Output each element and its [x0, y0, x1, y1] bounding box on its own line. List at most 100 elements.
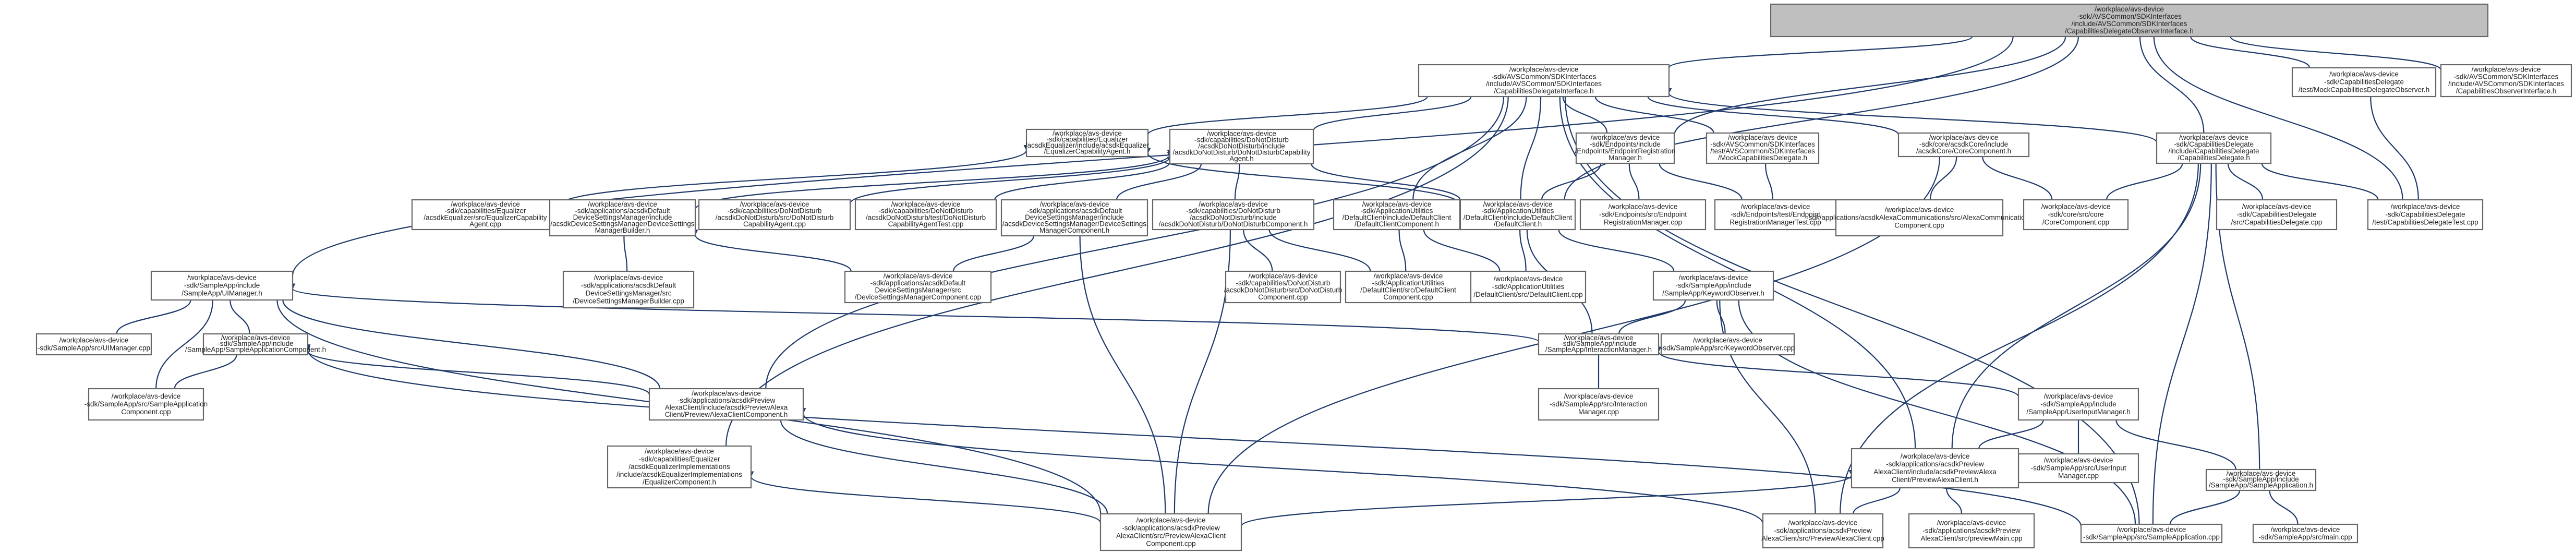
node-main_cpp[interactable]: /workplace/avs-device-sdk/SampleApp/src/…	[2252, 523, 2359, 544]
node-pac_comp_cpp[interactable]: /workplace/avs-device-sdk/applications/a…	[1099, 513, 1242, 551]
node-label-line: /DefaultClient/src/DefaultClient.cpp	[1473, 291, 1582, 298]
node-pmain_cpp[interactable]: /workplace/avs-device-sdk/applications/a…	[1908, 513, 2035, 549]
node-cdo_iface[interactable]: /workplace/avs-device-sdk/AVSCommon/SDKI…	[2440, 64, 2572, 98]
node-eq_agent[interactable]: /workplace/avs-device-sdk/capabilities/E…	[1025, 128, 1150, 158]
edge-pac_comp_h-to-ui_mgr_h	[280, 295, 661, 389]
node-alexa_comm_cpp[interactable]: /workplace/avs-device-sdk/applications/a…	[1806, 199, 2033, 237]
node-label-line: /workplace/avs-device	[884, 272, 953, 280]
node-label-line: /SampleApp/InteractionManager.h	[1545, 346, 1652, 354]
node-dsm_comp_h[interactable]: /workplace/avs-device-sdk/applications/a…	[1000, 199, 1148, 237]
node-label-line: -sdk/CapabilitiesDelegate	[2385, 211, 2465, 219]
node-label-line: -sdk/core/src/core	[2048, 211, 2103, 219]
node-ep_reg_test_cpp[interactable]: /workplace/avs-device-sdk/Endpoints/test…	[1714, 199, 1837, 231]
node-label-line: /workplace/avs-device	[1693, 336, 1762, 344]
node-uim_h[interactable]: /workplace/avs-device-sdk/SampleApp/incl…	[2017, 388, 2139, 421]
node-box	[562, 270, 695, 309]
node-label-line: /SampleApp/UserInputManager.h	[2026, 408, 2131, 416]
node-sa_cpp[interactable]: /workplace/avs-device-sdk/SampleApp/src/…	[2080, 523, 2223, 544]
node-label-line: -sdk/SampleApp/include	[184, 282, 260, 290]
node-label-line: /acsdkDoNotDisturb/src/DoNotDisturb	[716, 213, 834, 221]
node-ep_reg_cpp[interactable]: /workplace/avs-device-sdk/Endpoints/src/…	[1579, 199, 1707, 231]
node-root[interactable]: /workplace/avs-device-sdk/AVSCommon/SDKI…	[1770, 3, 2489, 38]
node-pac_h[interactable]: /workplace/avs-device-sdk/applications/a…	[1851, 448, 2019, 489]
node-cd_h[interactable]: /workplace/avs-device-sdk/CapabilitiesDe…	[2156, 132, 2272, 164]
node-label-line: -sdk/SampleApp/include	[1675, 282, 1751, 290]
node-box	[1169, 128, 1314, 165]
node-eq_agent_cpp[interactable]: /workplace/avs-device-sdk/capabilities/E…	[411, 199, 560, 231]
node-label-line: /DefaultClientComponent.h	[1354, 220, 1439, 228]
node-label-line: -sdk/capabilities/Equalizer	[638, 455, 720, 463]
node-label-line: /workplace/avs-device	[2472, 66, 2541, 74]
node-mock_cd[interactable]: /workplace/avs-device-sdk/AVSCommon/SDKI…	[1706, 132, 1820, 164]
edge-im_h-to-ui_mgr_h	[289, 283, 1540, 343]
node-dsm_builder_h[interactable]: /workplace/avs-device-sdk/applications/a…	[549, 199, 696, 237]
node-label-line: /workplace/avs-device	[692, 390, 761, 398]
node-box	[607, 445, 752, 489]
node-box	[2080, 523, 2223, 544]
edge-pac_comp_h-to-cdi	[765, 91, 1507, 389]
edge-dsm_comp_cpp-to-dsm_comp_h	[952, 231, 1037, 272]
node-label-line: AlexaClient/include/acsdkPreviewAlexa	[665, 404, 788, 412]
edge-dcc_cpp-to-dcc_h	[1396, 224, 1407, 272]
node-uim_cpp[interactable]: /workplace/avs-device-sdk/SampleApp/src/…	[2017, 453, 2139, 484]
node-box	[1333, 199, 1461, 231]
node-box	[35, 333, 152, 356]
edge-cd_cpp-to-cd_h	[2225, 158, 2264, 200]
node-sa_h[interactable]: /workplace/avs-device-sdk/SampleApp/incl…	[2205, 468, 2317, 491]
node-dnd_comp_cpp[interactable]: /workplace/avs-device-sdk/capabilities/D…	[1224, 270, 1343, 304]
node-dc_h[interactable]: /workplace/avs-device-sdk/ApplicationUti…	[1459, 199, 1576, 231]
edge-mock_cdo-to-root	[2187, 31, 2311, 68]
node-dnd_test_cpp[interactable]: /workplace/avs-device-sdk/capabilities/D…	[854, 199, 997, 231]
node-im_h[interactable]: /workplace/avs-device-sdk/SampleApp/incl…	[1538, 333, 1660, 356]
node-cd_test_cpp[interactable]: /workplace/avs-device-sdk/CapabilitiesDe…	[2367, 199, 2484, 231]
node-label-line: -sdk/AVSCommon/SDKInterfaces	[2077, 13, 2182, 20]
node-dcc_h[interactable]: /workplace/avs-device-sdk/ApplicationUti…	[1333, 199, 1461, 231]
node-label-line: /workplace/avs-device	[1609, 203, 1678, 211]
node-kw_obs_h[interactable]: /workplace/avs-device-sdk/SampleApp/incl…	[1652, 270, 1774, 301]
node-label-line: Component.cpp	[1383, 293, 1433, 301]
node-label-line: /workplace/avs-device	[1901, 452, 1970, 460]
node-ui_mgr_cpp[interactable]: /workplace/avs-device-sdk/SampleApp/src/…	[35, 333, 152, 356]
node-label-line: /workplace/avs-device	[112, 392, 181, 400]
node-dc_cpp[interactable]: /workplace/avs-device-sdk/ApplicationUti…	[1470, 270, 1587, 304]
node-label-line: -sdk/Endpoints/src/Endpoint	[1599, 211, 1687, 219]
node-dnd_comp_h[interactable]: /workplace/avs-device-sdk/capabilities/D…	[1152, 199, 1315, 231]
edge-sac_cpp-to-sac_h	[174, 350, 240, 389]
node-label-line: Component.cpp	[121, 408, 171, 416]
node-mock_cdo[interactable]: /workplace/avs-device-sdk/CapabilitiesDe…	[2291, 67, 2437, 98]
node-label-line: /src/CapabilitiesDelegate.cpp	[2231, 219, 2323, 226]
node-pac_comp_h[interactable]: /workplace/avs-device-sdk/applications/a…	[648, 388, 804, 421]
node-label-line: DeviceSettingsManager/src	[875, 286, 961, 294]
node-cd_cpp[interactable]: /workplace/avs-device-sdk/CapabilitiesDe…	[2216, 199, 2338, 231]
node-dnd_agent[interactable]: /workplace/avs-device-sdk/capabilities/D…	[1169, 128, 1314, 165]
node-cdi[interactable]: /workplace/avs-device-sdk/AVSCommon/SDKI…	[1418, 64, 1670, 98]
node-core_comp[interactable]: /workplace/avs-device-sdk/core/acsdkCore…	[1897, 132, 2030, 158]
edge-cd_test_cpp-to-cd_h	[2259, 158, 2379, 200]
node-dcc_cpp[interactable]: /workplace/avs-device-sdk/ApplicationUti…	[1345, 270, 1472, 304]
node-label-line: -sdk/applications/acsdkPreview	[678, 396, 776, 404]
node-eq_impl_comp_h[interactable]: /workplace/avs-device-sdk/capabilities/E…	[607, 445, 752, 489]
node-label-line: AlexaClient/src/previewMain.cpp	[1920, 535, 2022, 543]
node-label-line: /MockCapabilitiesDelegate.h	[1718, 154, 1807, 162]
node-box	[854, 199, 997, 231]
node-dsm_comp_cpp[interactable]: /workplace/avs-device-sdk/applications/a…	[844, 270, 992, 304]
node-box	[1099, 513, 1242, 551]
node-box	[2367, 199, 2484, 231]
node-label-line: /workplace/avs-device	[1728, 134, 1797, 141]
node-dsm_builder_cpp[interactable]: /workplace/avs-device-sdk/applications/a…	[562, 270, 695, 309]
node-sac_cpp[interactable]: /workplace/avs-device-sdk/SampleApp/src/…	[84, 388, 208, 421]
node-dnd_agent_cpp[interactable]: /workplace/avs-device-sdk/capabilities/D…	[698, 199, 851, 231]
node-sac_h[interactable]: /workplace/avs-device-sdk/SampleApp/incl…	[185, 333, 326, 356]
node-core_comp_cpp[interactable]: /workplace/avs-device-sdk/core/src/core/…	[2023, 199, 2129, 231]
node-label-line: /acsdkEqualizer/src/EqualizerCapability	[424, 213, 547, 221]
edge-dnd_agent_cpp-to-dnd_agent	[849, 152, 1173, 204]
node-label-line: /workplace/avs-device	[645, 448, 714, 455]
node-im_cpp[interactable]: /workplace/avs-device-sdk/SampleApp/src/…	[1538, 388, 1660, 421]
edge-dc_h-to-root	[1564, 31, 2082, 200]
node-kw_obs_cpp[interactable]: /workplace/avs-device-sdk/SampleApp/src/…	[1661, 333, 1795, 356]
node-box	[1225, 270, 1341, 304]
node-pac_cpp[interactable]: /workplace/avs-device-sdk/applications/a…	[1761, 513, 1884, 549]
node-ui_mgr_h[interactable]: /workplace/avs-device-sdk/SampleApp/incl…	[150, 270, 294, 301]
node-ep_reg[interactable]: /workplace/avs-device-sdk/Endpoints/incl…	[1575, 132, 1676, 164]
